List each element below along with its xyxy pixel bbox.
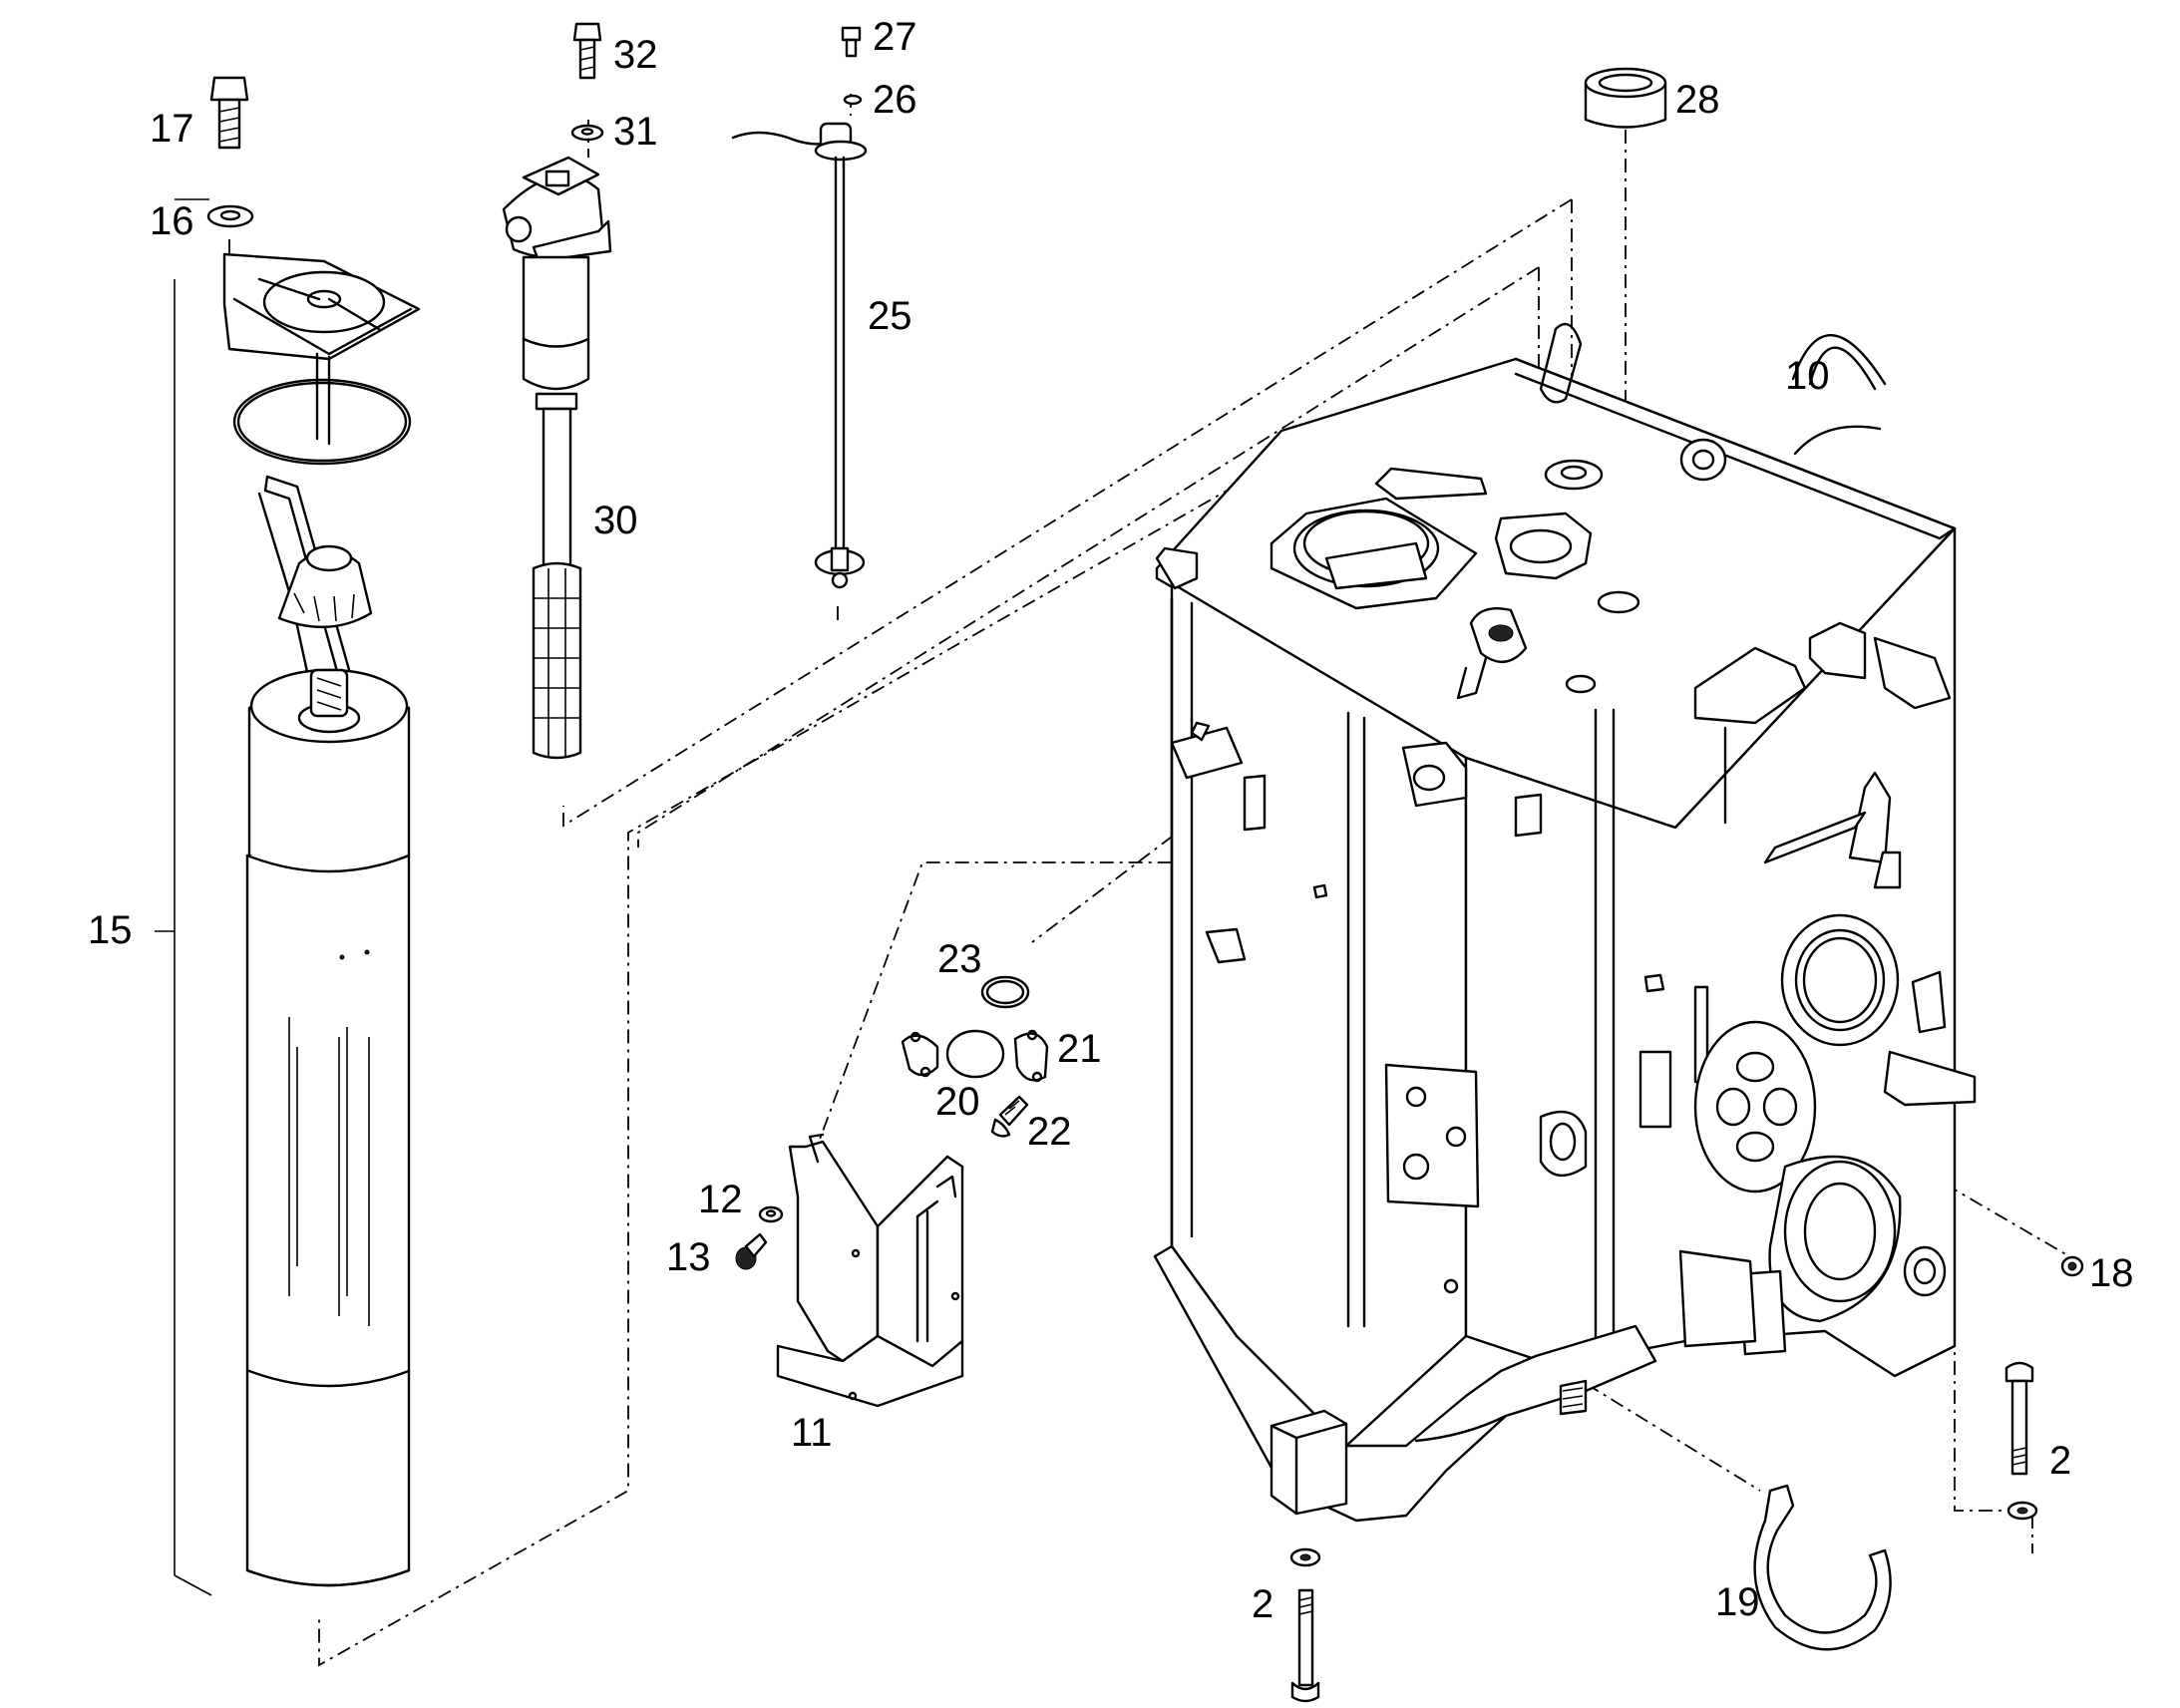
callout-2-right: 2: [2049, 1439, 2071, 1483]
callout-30: 30: [593, 499, 638, 542]
part-16-washer: [206, 204, 254, 228]
part-21-clamps: [901, 1029, 1049, 1083]
callout-15: 15: [88, 908, 133, 952]
callout-18: 18: [2089, 1251, 2134, 1295]
part-17-bolt: [209, 76, 249, 150]
part-2-bolt-bottom: [1289, 1547, 1321, 1703]
callout-12: 12: [698, 1178, 743, 1221]
part-12-washer: [758, 1205, 784, 1223]
callout-labels: 17 16 15 32 31 30 27 26 25 28 10 23 21 2…: [88, 15, 2134, 1626]
callout-21: 21: [1057, 1027, 1102, 1071]
callout-20: 20: [935, 1080, 980, 1124]
part-23-o-ring: [980, 975, 1030, 1009]
callout-16: 16: [150, 199, 194, 243]
callout-25: 25: [868, 294, 912, 338]
part-25-level-sensor: [731, 122, 868, 589]
part-10-tank: [1153, 322, 1977, 1523]
callout-27: 27: [873, 15, 917, 59]
callout-32: 32: [613, 33, 658, 77]
callout-26: 26: [873, 78, 917, 122]
part-18-nut: [2060, 1255, 2084, 1277]
callout-11: 11: [791, 1411, 833, 1455]
part-22-screw: [990, 1095, 1029, 1138]
part-13-screw: [735, 1232, 768, 1270]
part-19-hook: [1753, 1484, 1892, 1651]
part-15-filter-assembly: [222, 252, 421, 1587]
callout-31: 31: [613, 110, 658, 154]
part-32-bolt: [572, 22, 602, 80]
callout-28: 28: [1675, 78, 1720, 122]
callout-2-bottom: 2: [1252, 1582, 1273, 1626]
callout-22: 22: [1027, 1110, 1072, 1154]
part-11-bracket: [776, 1133, 964, 1408]
part-26-washer: [843, 94, 863, 106]
callout-13: 13: [666, 1235, 711, 1279]
part-31-washer: [570, 124, 604, 142]
callout-23: 23: [937, 937, 982, 981]
part-20-plate: [945, 1029, 1005, 1079]
callout-10: 10: [1785, 354, 1830, 398]
callout-19: 19: [1715, 1580, 1760, 1624]
part-27-screw: [841, 26, 862, 58]
part-30-strainer: [502, 156, 612, 760]
part-28-cap: [1584, 67, 1667, 129]
part-2-bolt-right: [2004, 1361, 2038, 1521]
callout-17: 17: [150, 107, 194, 151]
